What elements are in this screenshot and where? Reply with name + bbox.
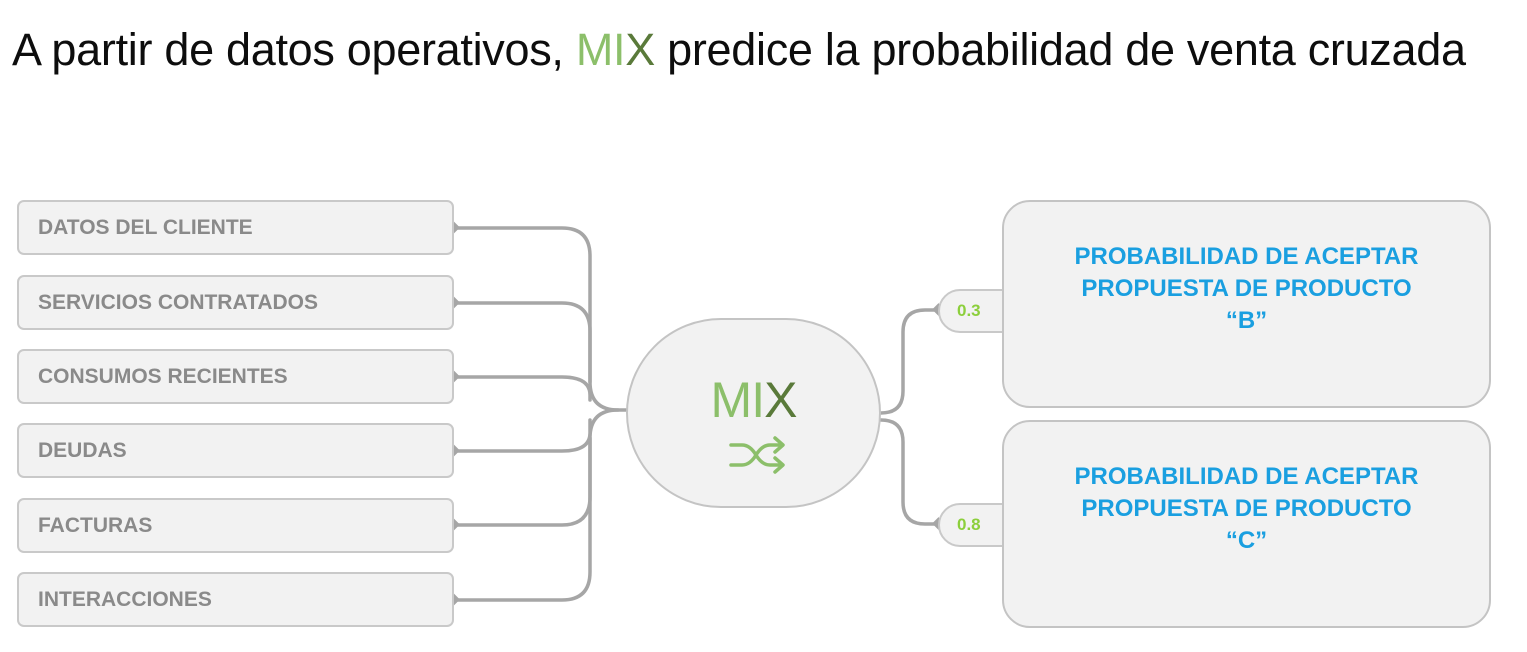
input-facturas: FACTURAS [17,498,454,553]
input-deudas: DEUDAS [17,423,454,478]
connector-input-3 [452,375,592,402]
output-probability-b: PROBABILIDAD DE ACEPTAR PROPUESTA DE PRO… [1002,200,1491,408]
output-b-line2: PROPUESTA DE PRODUCTO [1081,275,1412,302]
output-b-line3: “B” [1225,307,1268,334]
connector-input-1 [452,226,628,412]
connector-output-top [879,308,940,415]
mix-model-node: MIX [626,318,881,508]
output-c-line1: PROBABILIDAD DE ACEPTAR [1074,463,1419,490]
input-datos-del-cliente: DATOS DEL CLIENTE [17,200,454,255]
title-suffix: predice la probabilidad de venta cruzada [654,24,1466,75]
input-interacciones: INTERACCIONES [17,572,454,627]
title-prefix: A partir de datos operativos, [12,24,576,75]
mix-logo-i: I [751,372,765,428]
connector-output-bottom [879,418,940,526]
input-consumos-recientes: CONSUMOS RECIENTES [17,349,454,404]
mix-logo-m: M [710,372,753,428]
mix-logo-x: X [764,372,797,428]
mix-logo: MIX [628,372,879,428]
title-brand-m: M [575,24,614,75]
output-b-line1: PROBABILIDAD DE ACEPTAR [1074,243,1419,270]
output-c-line3: “C” [1225,527,1268,554]
connector-input-2 [452,301,592,384]
connector-input-4 [452,418,592,453]
title-brand-i: I [613,24,626,75]
shuffle-icon [729,436,785,474]
page-title: A partir de datos operativos, MIX predic… [12,22,1522,78]
output-c-line2: PROPUESTA DE PRODUCTO [1081,495,1412,522]
output-probability-c: PROBABILIDAD DE ACEPTAR PROPUESTA DE PRO… [1002,420,1491,628]
title-brand-x: X [625,24,655,75]
connector-input-6 [452,408,620,602]
input-servicios-contratados: SERVICIOS CONTRATADOS [17,275,454,330]
